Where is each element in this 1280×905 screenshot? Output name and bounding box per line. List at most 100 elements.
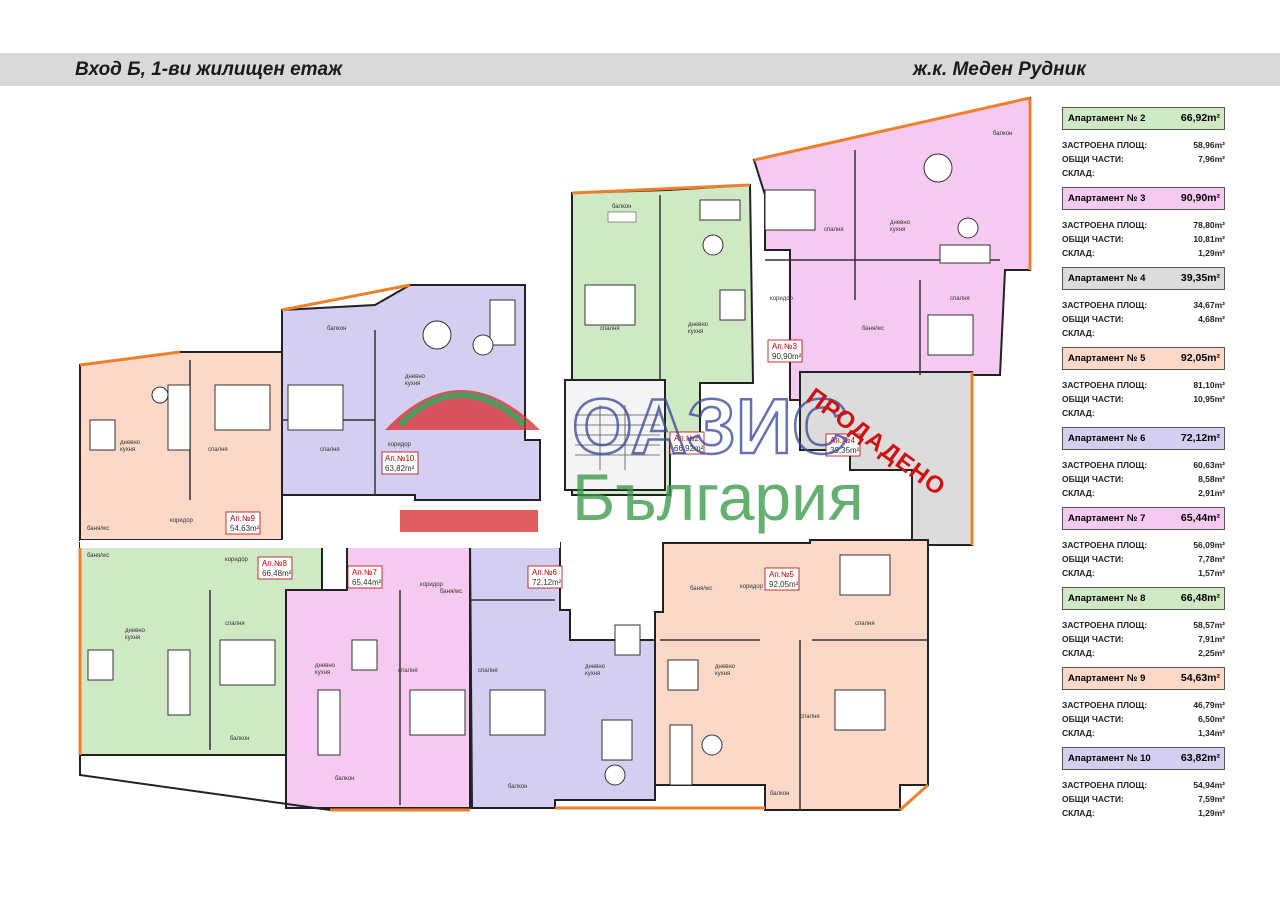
apartment-area: 72,12m² <box>1180 432 1220 444</box>
room-label: спалня <box>800 714 820 720</box>
legend-apartment-header: Апартамент № 8 66,48m² <box>1062 587 1225 610</box>
title-bar: Вход Б, 1-ви жилищен етаж ж.к. Меден Руд… <box>0 53 1280 86</box>
room-label: балкон <box>327 326 346 332</box>
room-label: балкон <box>230 736 249 742</box>
ap9-tag-area: 54,63m² <box>230 524 260 533</box>
room-label: баня/wc <box>862 326 884 332</box>
room-label: коридор <box>740 584 764 590</box>
room-label: баня/wc <box>87 526 109 532</box>
apartment-area: 66,48m² <box>1180 592 1220 604</box>
umbrella-icon <box>385 390 540 430</box>
room-label: кухня <box>715 671 730 677</box>
room-label: спалня <box>478 668 498 674</box>
room-label: дневно <box>315 663 336 669</box>
ap8-tag: Ап.№8 <box>262 559 287 568</box>
apartment-area: 65,44m² <box>1180 512 1220 524</box>
room-labels: балкон спалня дневно кухня балкон спалня… <box>87 131 1012 797</box>
room-label: балкон <box>335 776 354 782</box>
room-label: баня/wc <box>690 586 712 592</box>
room-label: кухня <box>585 671 600 677</box>
complex-name: ж.к. Меден Рудник <box>913 59 1086 80</box>
apartment-name: Апартамент № 3 <box>1068 193 1146 204</box>
zone-ap6 <box>468 542 656 809</box>
ap4-tag: Ап.№4 <box>830 436 855 445</box>
legend-apartment-header: Апартамент № 4 39,35m² <box>1062 267 1225 290</box>
room-label: коридор <box>388 442 412 448</box>
room-label: дневно <box>585 664 606 670</box>
legend-apartment-header: Апартамент № 2 66,92m² <box>1062 107 1225 130</box>
apartment-name: Апартамент № 2 <box>1068 113 1146 124</box>
balcony-edges <box>78 96 1032 812</box>
ap4-tag-area: 39,35m² <box>830 446 860 455</box>
apartment-name: Апартамент № 6 <box>1068 433 1146 444</box>
stairs <box>575 405 660 470</box>
ap7-tag-area: 65,44m² <box>352 578 382 587</box>
room-label: спалня <box>398 668 418 674</box>
ap7-tag: Ап.№7 <box>352 568 377 577</box>
room-label: балкон <box>993 131 1012 137</box>
room-label: кухня <box>688 329 703 335</box>
watermark-logo: ОАЗИС България <box>385 381 864 534</box>
room-label: балкон <box>508 784 527 790</box>
apartment-name: Апартамент № 9 <box>1068 673 1146 684</box>
apartment-name: Апартамент № 4 <box>1068 273 1146 284</box>
legend-apartment-header: Апартамент № 6 72,12m² <box>1062 427 1225 450</box>
room-label: дневно <box>688 322 709 328</box>
room-label: дневно <box>125 628 146 634</box>
room-label: спалня <box>320 447 340 453</box>
ap2-tag: Ап.№2 <box>674 434 699 443</box>
room-label: дневно <box>405 374 426 380</box>
apartment-area: 63,82m² <box>1180 752 1220 764</box>
ap3-tag: Ап.№3 <box>772 342 797 351</box>
room-label: коридор <box>770 296 794 302</box>
room-label: балкон <box>770 791 789 797</box>
watermark-subtext: България <box>572 460 864 534</box>
corridor-west <box>80 540 560 548</box>
room-label: коридор <box>170 518 194 524</box>
room-label: балкон <box>612 204 631 210</box>
room-label: баня/wc <box>87 553 109 559</box>
room-label: спалня <box>208 447 228 453</box>
room-label: дневно <box>715 664 736 670</box>
room-label: баня/wc <box>440 589 462 595</box>
room-label: спалня <box>824 227 844 233</box>
furniture <box>87 153 991 786</box>
ap6-tag-area: 72,12m² <box>532 578 562 587</box>
apartment-area: 54,63m² <box>1180 672 1220 684</box>
ap5-tag-area: 92,05m² <box>769 580 799 589</box>
ap3-tag-area: 90,90m² <box>772 352 802 361</box>
room-label: кухня <box>125 635 140 641</box>
apartment-name: Апартамент № 8 <box>1068 593 1146 604</box>
room-label: спалня <box>225 621 245 627</box>
ap10-tag: Ап.№10 <box>385 454 415 463</box>
apartment-area: 66,92m² <box>1180 112 1220 124</box>
room-label: кухня <box>315 670 330 676</box>
ap6-tag: Ап.№6 <box>532 568 557 577</box>
ap9-tag: Ап.№9 <box>230 514 255 523</box>
ap8-tag-area: 66,48m² <box>262 569 292 578</box>
room-label: дневно <box>890 220 911 226</box>
watermark-text: ОАЗИС <box>572 382 848 470</box>
room-label: дневно <box>120 440 141 446</box>
ap10-tag-area: 63,82m² <box>385 464 415 473</box>
page-title: Вход Б, 1-ви жилищен етаж <box>75 59 343 80</box>
apartment-name: Апартамент № 10 <box>1068 753 1151 764</box>
room-label: спалня <box>855 621 875 627</box>
room-label: коридор <box>420 582 444 588</box>
apartment-tags: Ап.№2 66,92m² Ап.№3 90,90m² Ап.№4 39,35m… <box>225 339 861 591</box>
apartment-area: 39,35m² <box>1180 272 1220 284</box>
legend-apartment-header: Апартамент № 9 54,63m² <box>1062 667 1225 690</box>
ap2-tag-area: 66,92m² <box>674 444 704 453</box>
